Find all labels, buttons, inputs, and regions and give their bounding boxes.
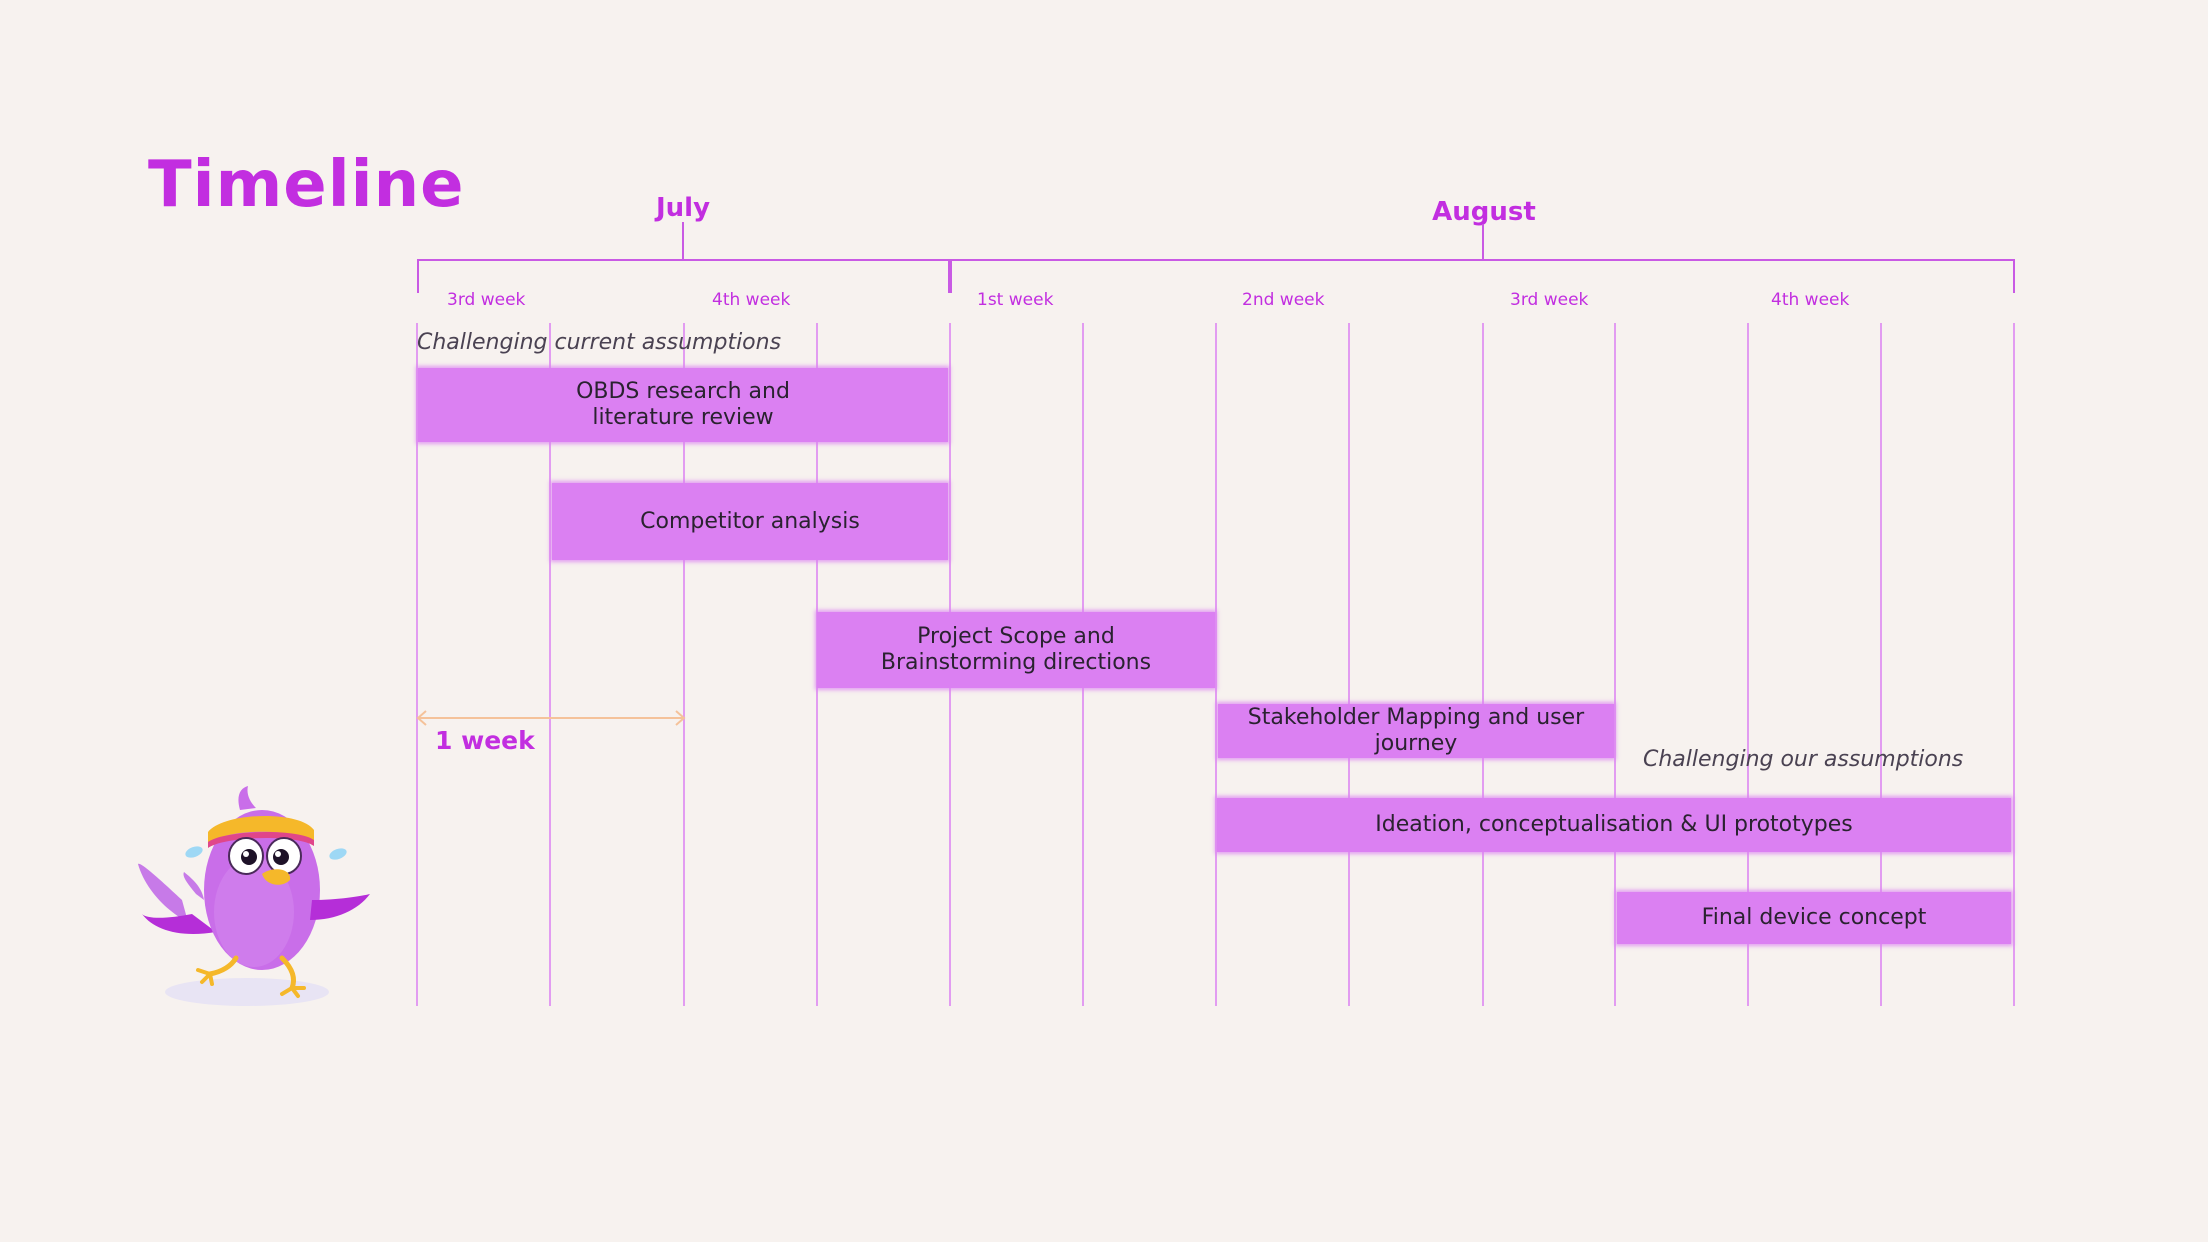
- purple-bird-mascot-icon: [138, 786, 370, 1006]
- task-bar-obds-research: OBDS research and literature review: [418, 368, 948, 442]
- task-label: OBDS research and literature review: [576, 379, 790, 430]
- task-bar-ideation: Ideation, conceptualisation & UI prototy…: [1217, 798, 2011, 852]
- task-bar-stakeholder-mapping: Stakeholder Mapping and user journey: [1218, 704, 1614, 758]
- task-bar-project-scope: Project Scope and Brainstorming directio…: [817, 612, 1215, 688]
- week-label: 1st week: [977, 290, 1054, 310]
- task-label: Ideation, conceptualisation & UI prototy…: [1375, 812, 1853, 837]
- week-label: 2nd week: [1242, 290, 1325, 310]
- week-label: 3rd week: [447, 290, 526, 310]
- week-label: 4th week: [1771, 290, 1850, 310]
- scale-arrow-icon: [416, 710, 686, 726]
- note-our-assumptions: Challenging our assumptions: [1643, 747, 1964, 772]
- page-title: Timeline: [148, 148, 465, 222]
- task-bar-competitor-analysis: Competitor analysis: [552, 483, 948, 560]
- task-label: Project Scope and Brainstorming directio…: [880, 624, 1152, 675]
- task-label: Final device concept: [1701, 905, 1927, 930]
- week-label: 3rd week: [1510, 290, 1589, 310]
- week-label: 4th week: [712, 290, 791, 310]
- task-bar-final-device-concept: Final device concept: [1617, 892, 2011, 944]
- task-label: Competitor analysis: [640, 508, 860, 534]
- task-label: Stakeholder Mapping and user journey: [1247, 705, 1585, 756]
- scale-label: 1 week: [435, 726, 535, 755]
- note-current-assumptions: Challenging current assumptions: [417, 330, 782, 355]
- month-july: July: [655, 193, 711, 223]
- month-august: August: [1432, 197, 1536, 227]
